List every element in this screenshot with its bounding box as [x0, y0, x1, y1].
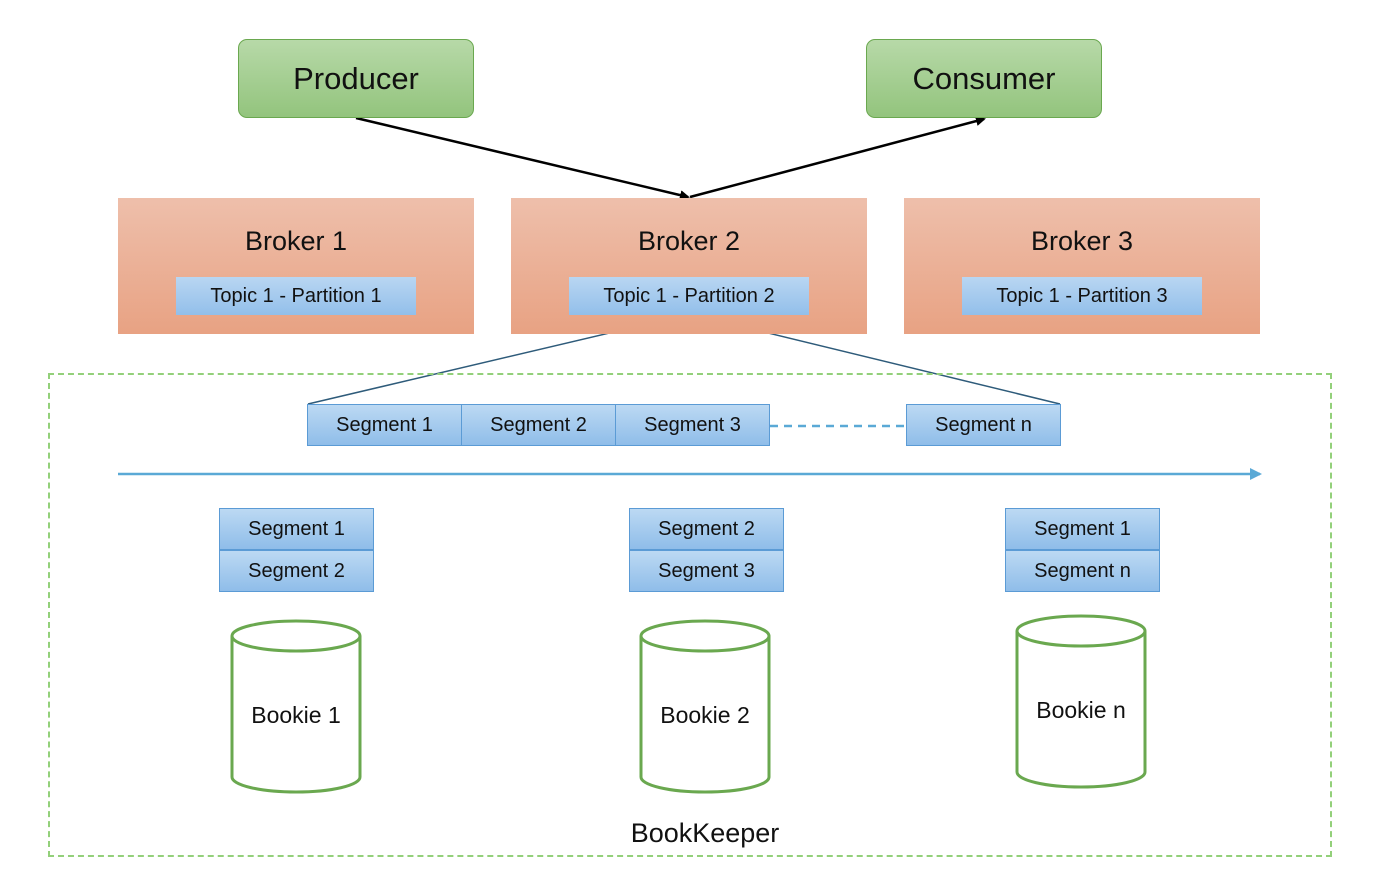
bookie-n-segment-b: Segment n — [1005, 550, 1160, 592]
bookie-2-segment-a: Segment 2 — [629, 508, 784, 550]
broker-3: Broker 3 Topic 1 - Partition 3 — [904, 198, 1260, 334]
broker-2: Broker 2 Topic 1 - Partition 2 — [511, 198, 867, 334]
segment-row-item-3: Segment 3 — [615, 404, 770, 446]
bookie-1-label: Bookie 1 — [251, 702, 341, 728]
bookie-cylinder-n — [1015, 614, 1147, 789]
bookkeeper-frame — [48, 373, 1332, 857]
broker-1: Broker 1 Topic 1 - Partition 1 — [118, 198, 474, 334]
broker-to-consumer-arrow — [689, 116, 986, 199]
consumer-node: Consumer — [866, 39, 1102, 118]
segment-row-item-1: Segment 1 — [307, 404, 462, 446]
bookie-1-segment-a: Segment 1 — [219, 508, 374, 550]
broker-1-topic-partition: Topic 1 - Partition 1 — [176, 277, 416, 315]
broker-3-title: Broker 3 — [1030, 226, 1134, 256]
bookkeeper-label: BookKeeper — [630, 818, 780, 848]
bookie-2-label: Bookie 2 — [660, 702, 750, 728]
producer-to-broker-arrow — [355, 116, 690, 201]
bookie-cylinder-1 — [230, 619, 362, 794]
consumer-label: Consumer — [912, 60, 1056, 96]
bookie-1-segment-b: Segment 2 — [219, 550, 374, 592]
bookie-n-label: Bookie n — [1036, 697, 1126, 723]
bookie-cylinder-2 — [639, 619, 771, 794]
broker-2-title: Broker 2 — [637, 226, 741, 256]
broker-2-topic-partition: Topic 1 - Partition 2 — [569, 277, 809, 315]
segment-row-item-n: Segment n — [906, 404, 1061, 446]
broker-3-topic-partition: Topic 1 - Partition 3 — [962, 277, 1202, 315]
broker-1-title: Broker 1 — [244, 226, 348, 256]
producer-label: Producer — [293, 60, 419, 96]
bookie-n-segment-a: Segment 1 — [1005, 508, 1160, 550]
bookie-2-segment-b: Segment 3 — [629, 550, 784, 592]
producer-node: Producer — [238, 39, 474, 118]
segment-row-item-2: Segment 2 — [461, 404, 616, 446]
